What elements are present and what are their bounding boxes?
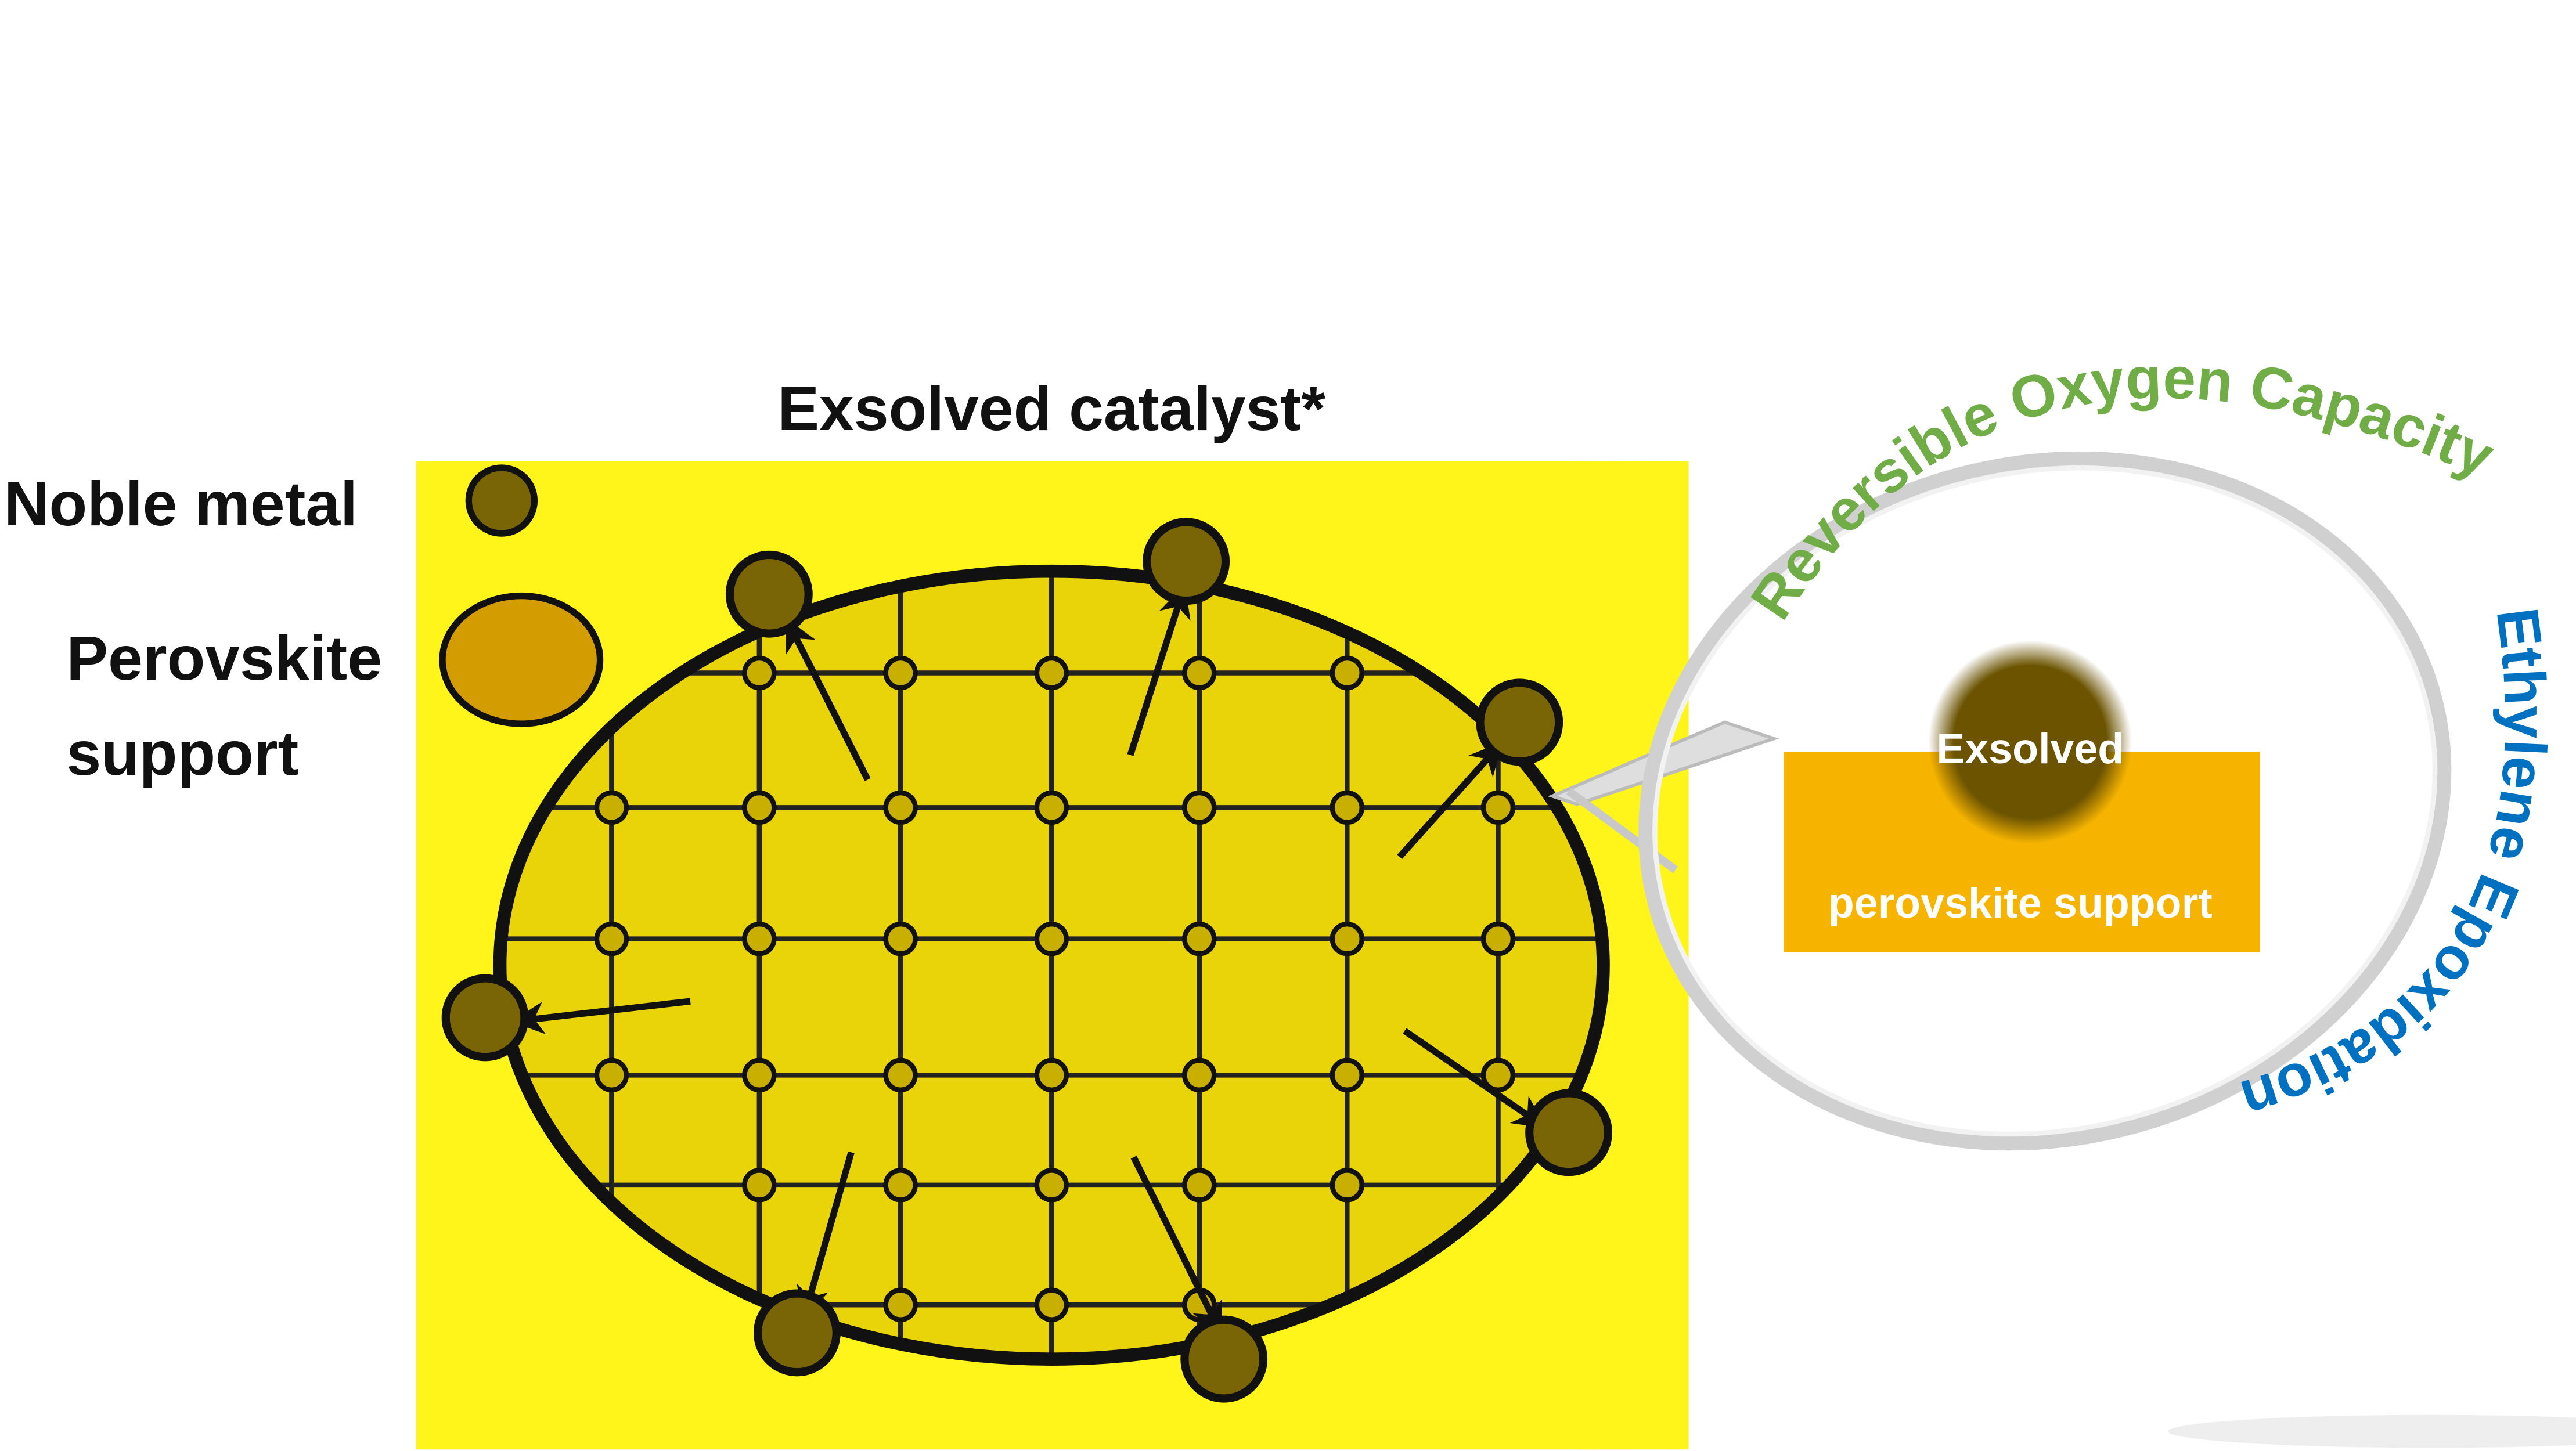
migration-arrow [786,618,871,781]
magnifier-loop [1638,451,2452,1151]
lattice-site [742,1168,777,1203]
legend-perovskite-label-2: support [66,719,298,788]
lattice-site [1034,1057,1069,1093]
legend-perovskite-label: Perovskite [66,623,382,693]
noble-metal-nanoparticle [753,1289,841,1377]
noble-metal-nanoparticle [441,974,529,1062]
lattice-site [883,790,918,825]
migration-arrow [1127,584,1191,756]
lattice-site [594,1057,629,1093]
lattice-site [1034,1287,1069,1322]
lattice-site [1480,1057,1516,1093]
noble-metal-nanoparticle [1143,518,1230,605]
lattice-site [1330,655,1365,691]
lattice-site [742,921,777,956]
inset-exsolved-label: Exsolved [1936,724,2124,773]
noble-metal-nanoparticle [1476,678,1563,766]
migration-arrows [511,584,1547,1336]
lattice-site [1182,655,1217,691]
legend-perovskite-icon [439,592,604,727]
lattice-site [594,790,629,825]
ethylene-epoxidation-label: Ethylene Epoxidation [2233,604,2559,1134]
migration-arrow [1397,742,1503,860]
lattice-site [742,1057,777,1093]
perovskite-outline [493,564,1610,1366]
lattice-site [1182,921,1217,956]
legend-noble-metal-icon [465,464,538,537]
lattice-site [883,655,918,691]
lattice-site [742,790,777,825]
lattice-site [1480,921,1516,956]
lattice-site [1034,790,1069,825]
lattice-site [1182,790,1217,825]
lattice-site [1182,1057,1217,1093]
lattice-site [1034,655,1069,691]
migration-arrow [511,998,691,1035]
lattice-site [1034,921,1069,956]
lattice-site [594,921,629,956]
inset-support-label: perovskite support [1828,879,2213,927]
migration-arrow [1403,1028,1547,1128]
lattice-site [883,1168,918,1203]
migration-arrow [797,1151,855,1320]
migration-arrow [1130,1156,1222,1336]
lattice-site [1330,1057,1365,1093]
lattice-site [1330,921,1365,956]
lattice-site [1480,790,1516,825]
lattice-site [883,1287,918,1322]
corner-shadow [2168,1414,2576,1448]
exsolved-particles [441,518,1613,1403]
lattice-site [1330,1168,1365,1203]
magnifier-loop-inner [1652,465,2438,1137]
lattice-site [883,1057,918,1093]
lattice-site [1034,1168,1069,1203]
lattice-site [883,921,918,956]
lattice-site [1182,1168,1217,1203]
lattice-site [1330,790,1365,825]
diagram-title: Exsolved catalyst* [777,374,1325,443]
reversible-oxygen-capacity-label: Reversible Oxygen Capacity [1738,345,2503,631]
inset-exsolved-particle [1928,640,2132,844]
noble-metal-nanoparticle [1180,1315,1268,1403]
noble-metal-nanoparticle [1525,1089,1613,1176]
lattice-site [742,655,777,691]
noble-metal-nanoparticle [725,550,813,638]
legend-noble-metal-label: Noble metal [4,469,358,539]
